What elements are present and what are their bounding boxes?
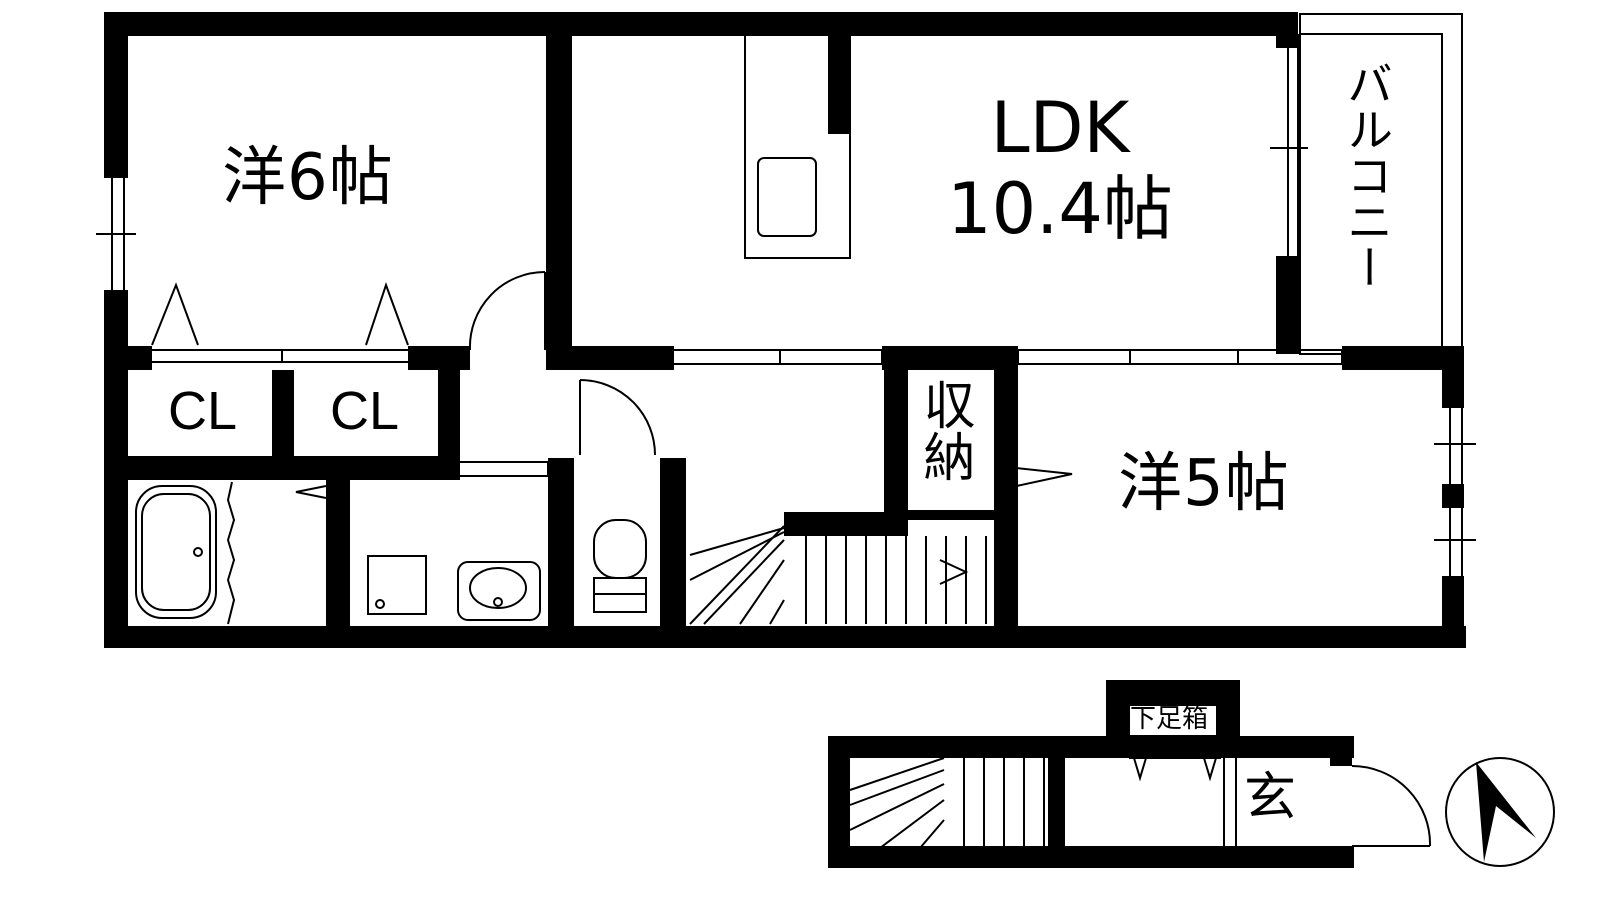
walls: [104, 12, 1466, 868]
storage-label: 収納: [914, 378, 974, 482]
entrance-label: 玄: [1244, 768, 1297, 828]
stair-treads: [805, 536, 987, 624]
room-western-6: 洋6帖: [222, 141, 394, 215]
ldk-name: LDK: [990, 87, 1130, 169]
shoe-cabinet-label: 下足箱: [1130, 704, 1209, 734]
thin-lines: [96, 13, 1476, 849]
closet-label-2: CL: [330, 381, 400, 441]
north-arrow-icon: [1445, 757, 1555, 867]
ldk-size: 10.4帖: [947, 167, 1173, 250]
room-western-5: 洋5帖: [1118, 447, 1290, 521]
room-ldk: LDK 10.4帖: [880, 88, 1240, 249]
room-balcony: バルコニー: [1340, 60, 1394, 290]
closet-label-1: CL: [168, 381, 238, 441]
